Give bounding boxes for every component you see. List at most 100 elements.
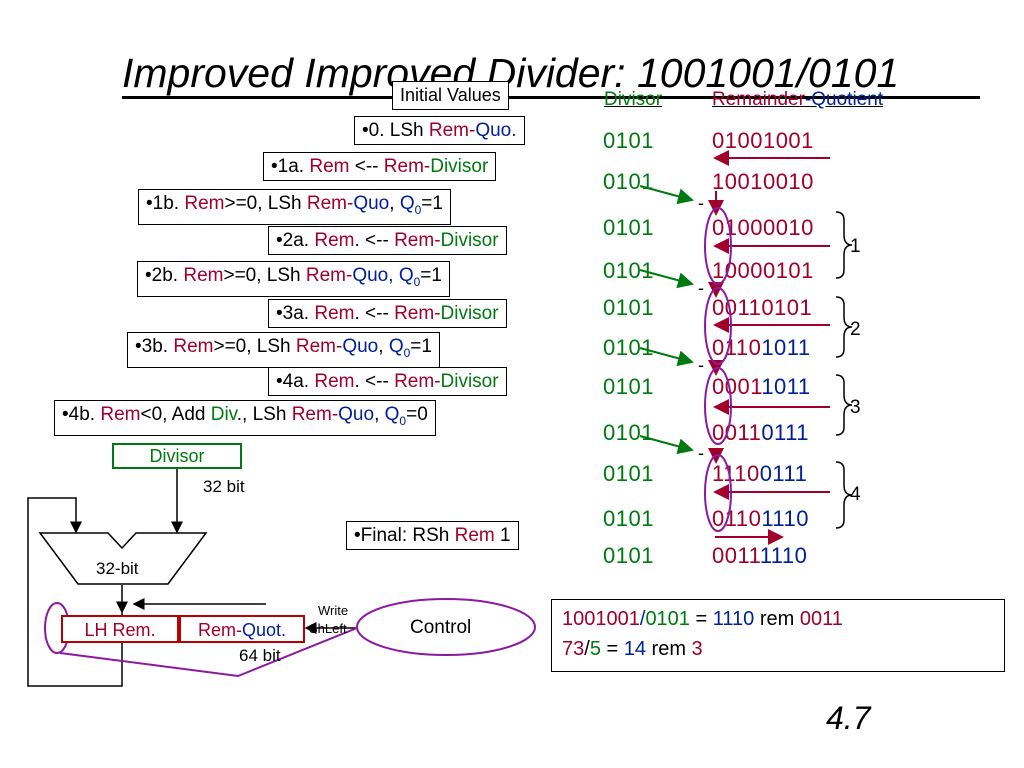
comma-text: ,: [378, 336, 389, 357]
step-text: •3b.: [135, 336, 174, 357]
table-header: Remainder-Quotient: [712, 89, 883, 111]
q-text: Q: [384, 404, 400, 425]
quo-bits: 0111: [759, 461, 808, 486]
table-row-5-divisor: 0101: [603, 335, 654, 360]
step-brace: [835, 296, 853, 358]
control-label: Control: [410, 617, 472, 638]
rem-label: Rem: [197, 620, 236, 640]
rem-bits: 1000: [712, 258, 763, 283]
table-row-7-divisor: 0101: [603, 420, 654, 445]
table-row-9-value: 01101110: [712, 506, 809, 532]
table-row-4-divisor: 0101: [603, 295, 654, 320]
step-text: •3a.: [276, 303, 315, 324]
lh-rem-register: LH Rem.: [61, 615, 179, 643]
table-row-8-divisor: 0101: [603, 461, 654, 486]
table-row-2-value: 01000010: [712, 215, 814, 241]
step-4b-box: •4b. Rem<0, Add Div., LSh Rem-Quo, Q0=0: [54, 400, 436, 436]
rem-text: Rem: [314, 371, 355, 392]
quo-bits: 1110: [761, 506, 809, 531]
table-row-0-divisor: 0101: [603, 128, 654, 153]
step-0-box: •0. LSh Rem-Quo.: [354, 116, 525, 145]
divisor-text: Divisor: [430, 156, 489, 177]
table-row-4-value: 00110101: [712, 295, 812, 321]
step-text: •2a.: [276, 230, 315, 251]
table-row-10-divisor: 0101: [603, 543, 654, 568]
q-text: Q: [388, 336, 404, 357]
step-number: 4: [850, 484, 861, 505]
quo-bits: 1001: [762, 128, 814, 153]
divisor-register: Divisor: [112, 443, 242, 469]
lh-rem-label: LH Rem.: [84, 620, 156, 640]
table-row-6-divisor: 0101: [603, 374, 654, 399]
cond-text: >=0, LSh: [213, 336, 296, 357]
slash: /: [584, 638, 590, 660]
arrow-text: <--: [349, 156, 384, 177]
step-1b-box: •1b. Rem>=0, LSh Rem-Quo, Q0=1: [138, 189, 451, 225]
slide-title: Improved Improved Divider: 1001001/0101: [122, 50, 900, 96]
divisor-text: Div: [210, 404, 237, 425]
arrow-text: . <--: [354, 230, 395, 251]
dividend: 73: [562, 638, 585, 660]
dash-text: -: [469, 120, 476, 141]
step-text: •4b.: [62, 404, 101, 425]
rem-text: Rem: [428, 120, 469, 141]
quotient-value: 1110: [712, 608, 755, 630]
rem-bits: 0011: [712, 295, 762, 320]
page-number: 4.7: [826, 700, 871, 736]
step-brace: [835, 374, 853, 436]
divisor-register-label: Divisor: [149, 446, 205, 466]
control-signal-wire: [59, 627, 358, 678]
table-row-9-divisor: 0101: [603, 506, 654, 531]
table-row-1-divisor: 0101: [603, 169, 654, 194]
remainder-header: Remainder: [712, 89, 805, 110]
dash-text: -: [336, 336, 343, 357]
initial-values-label: Initial Values: [400, 85, 501, 105]
divisor-header: Divisor: [604, 89, 663, 110]
rem-bits: 0011: [712, 543, 760, 568]
minus-sign: -: [698, 193, 704, 213]
initial-values-box: Initial Values: [392, 81, 509, 110]
quot-label: Quot.: [241, 620, 287, 640]
rem-text: Rem: [305, 265, 346, 286]
divisor-arrow: [639, 347, 694, 367]
step-text: •0. LSh: [362, 120, 429, 141]
table-row-0-value: 01001001: [712, 128, 814, 154]
step-2b-box: •2b. Rem>=0, LSh Rem-Quo, Q0=1: [137, 261, 450, 297]
divisor-text: Divisor: [440, 230, 499, 251]
rem-text: Rem: [394, 303, 435, 324]
dash-text: -: [434, 230, 441, 251]
highlight-oval: [704, 367, 732, 445]
step-2a-box: •2a. Rem. <-- Rem-Divisor: [268, 226, 507, 255]
step-brace: [835, 211, 853, 279]
quo-bits: 0111: [761, 420, 809, 445]
step-text: •Final: RSh: [354, 525, 455, 546]
arrow-text: . <--: [354, 371, 395, 392]
quo-bits: 0101: [761, 295, 813, 320]
rem-bits: 0110: [712, 506, 762, 531]
step-1a-box: •1a. Rem <-- Rem-Divisor: [263, 152, 497, 181]
quo-text: Quo.: [475, 120, 517, 141]
rem-text: Rem: [314, 230, 355, 251]
rem-text: Rem: [173, 336, 214, 357]
divisor-arrow: [639, 269, 694, 289]
control-oval: [356, 598, 536, 656]
comma-text: ,: [389, 193, 400, 214]
q-text: Q: [399, 193, 415, 214]
rem-text: Rem: [314, 303, 355, 324]
dash-text: -: [434, 371, 441, 392]
divisor-text: Divisor: [440, 303, 499, 324]
equals: =: [600, 638, 624, 660]
quo-bits: 1110: [759, 543, 808, 568]
table-row-2-divisor: 0101: [603, 215, 654, 240]
cond-text: <0, Add: [140, 404, 211, 425]
highlight-oval: [704, 207, 732, 285]
minus-sign: -: [698, 443, 704, 463]
step-text: •4a.: [276, 371, 315, 392]
table-header: Divisor: [604, 89, 662, 111]
dash-text: -: [434, 303, 441, 324]
table-row-5-value: 01101011: [712, 335, 811, 361]
rem-text: Rem: [309, 156, 350, 177]
eq-text: =0: [406, 404, 428, 425]
remainder-value: 0011: [799, 608, 843, 630]
